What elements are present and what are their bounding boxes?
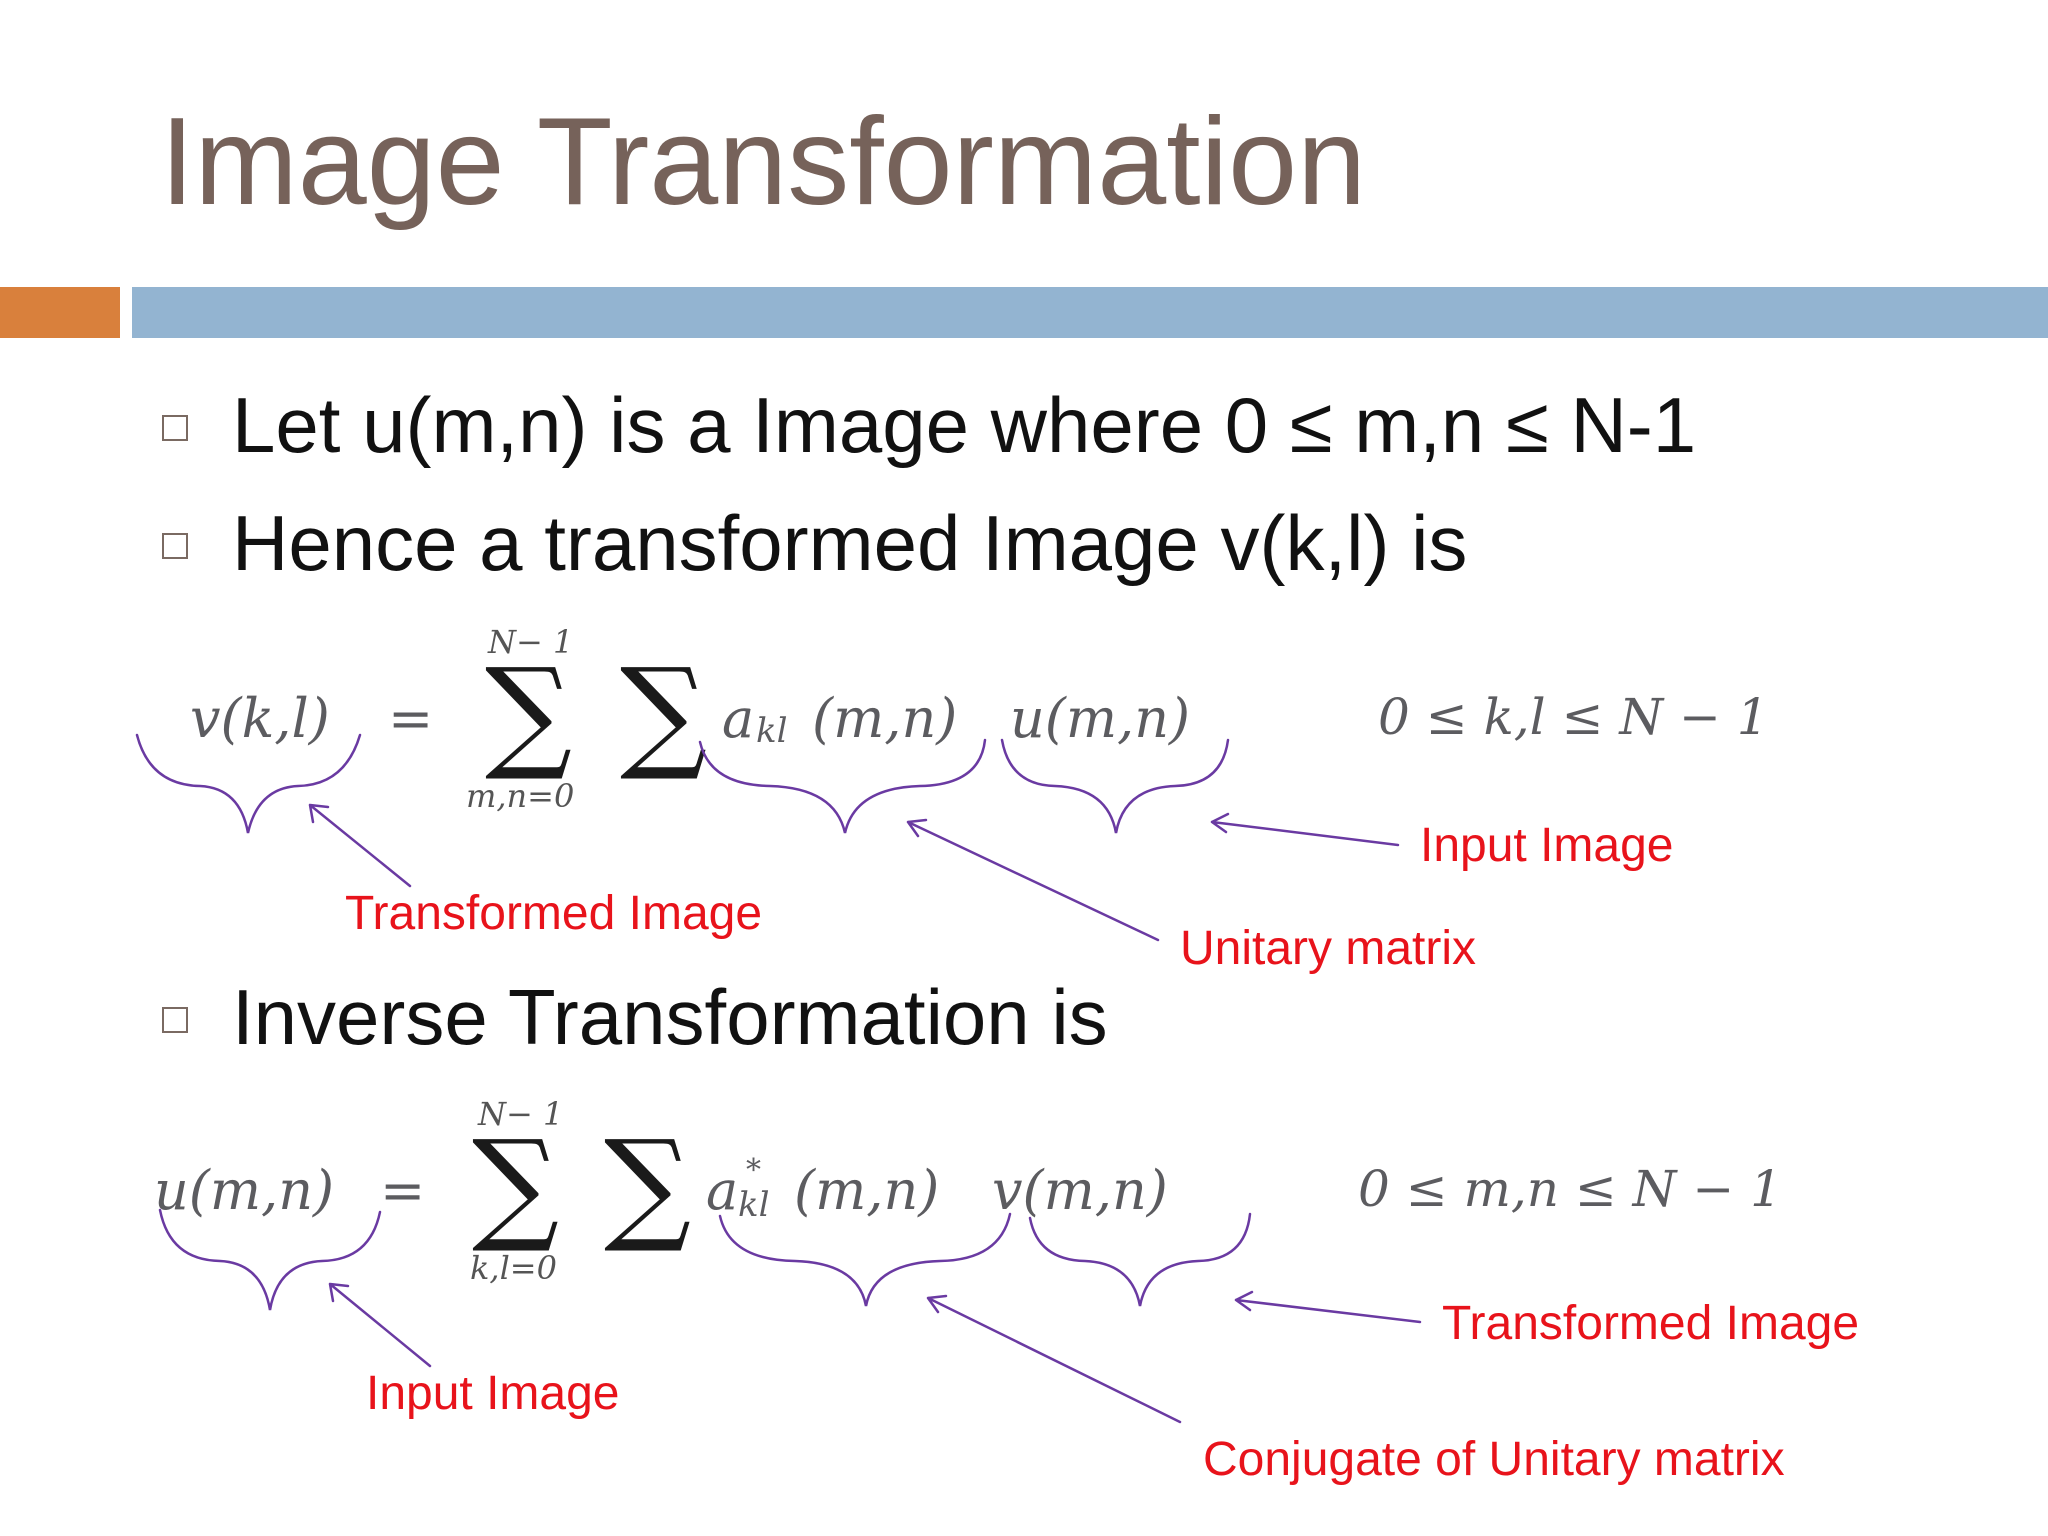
title-accent-orange (0, 287, 120, 338)
bullet-item: Hence a transformed Image v(k,l) is (162, 504, 1467, 582)
bullet-text: Hence a transformed Image v(k,l) is (232, 499, 1468, 587)
bullet-square-icon (162, 533, 188, 559)
sum-symbol: ∑ (620, 642, 708, 784)
forward-lower-limit: m,n=0 (466, 777, 575, 815)
bullet-square-icon (162, 415, 188, 441)
arrow-inverse-input (328, 1282, 432, 1368)
arrow-inverse-transformed (1234, 1290, 1422, 1324)
forward-upper-limit: N− 1 (488, 623, 574, 661)
bullet-item: Inverse Transformation is (162, 978, 1108, 1056)
brace-forward-input (1000, 738, 1230, 834)
bullet-item: Let u(m,n) is a Image where 0 ≤ m,n ≤ N-… (162, 386, 1696, 464)
inverse-kernel-subscript: kl (738, 1185, 770, 1225)
inverse-lower-limit: k,l=0 (470, 1249, 557, 1287)
forward-lhs: v(k,l) (190, 687, 330, 750)
arrow-inverse-conjugate (926, 1294, 1182, 1424)
bullet-square-icon (162, 1007, 188, 1033)
inverse-range: 0 ≤ m,n ≤ N − 1 (1358, 1160, 1782, 1218)
label-conjugate-unitary-matrix: Conjugate of Unitary matrix (1203, 1433, 1785, 1486)
inverse-kernel: a (706, 1159, 739, 1222)
label-unitary-matrix: Unitary matrix (1180, 922, 1477, 975)
brace-inverse-kernel (718, 1212, 1012, 1307)
inverse-lhs: u(m,n) (154, 1159, 335, 1222)
arrow-forward-input (1210, 812, 1400, 847)
forward-equals: = (388, 687, 434, 750)
brace-inverse-lhs (158, 1208, 382, 1311)
bullet-text: Let u(m,n) is a Image where 0 ≤ m,n ≤ N-… (232, 381, 1697, 469)
bullet-text: Inverse Transformation is (232, 973, 1108, 1061)
title-accent-blue (132, 287, 2048, 338)
inverse-input: v(m,n) (992, 1159, 1168, 1222)
label-transformed-image: Transformed Image (345, 887, 763, 940)
forward-kernel-args: (m,n) (812, 687, 958, 750)
label-input-image: Input Image (1420, 819, 1674, 872)
brace-inverse-input (1028, 1212, 1252, 1307)
inverse-upper-limit: N− 1 (478, 1095, 564, 1133)
inverse-equals: = (380, 1159, 426, 1222)
slide-title: Image Transformation (160, 93, 1367, 231)
forward-input: u(m,n) (1010, 687, 1191, 750)
sum-symbol: ∑ (472, 1114, 560, 1256)
inverse-kernel-args: (m,n) (794, 1159, 940, 1222)
sum-symbol: ∑ (485, 642, 573, 784)
forward-range: 0 ≤ k,l ≤ N − 1 (1378, 688, 1769, 746)
brace-forward-lhs (135, 733, 362, 834)
arrow-forward-unitary (906, 818, 1160, 942)
sum-symbol: ∑ (604, 1114, 692, 1256)
arrow-forward-transformed (308, 803, 412, 888)
label-inverse-input-image: Input Image (366, 1367, 620, 1420)
label-inverse-transformed-image: Transformed Image (1442, 1297, 1860, 1350)
forward-kernel-subscript: kl (756, 711, 788, 751)
inverse-kernel-superscript: * (746, 1153, 761, 1188)
forward-kernel: a (722, 687, 755, 750)
brace-forward-kernel (698, 738, 987, 834)
